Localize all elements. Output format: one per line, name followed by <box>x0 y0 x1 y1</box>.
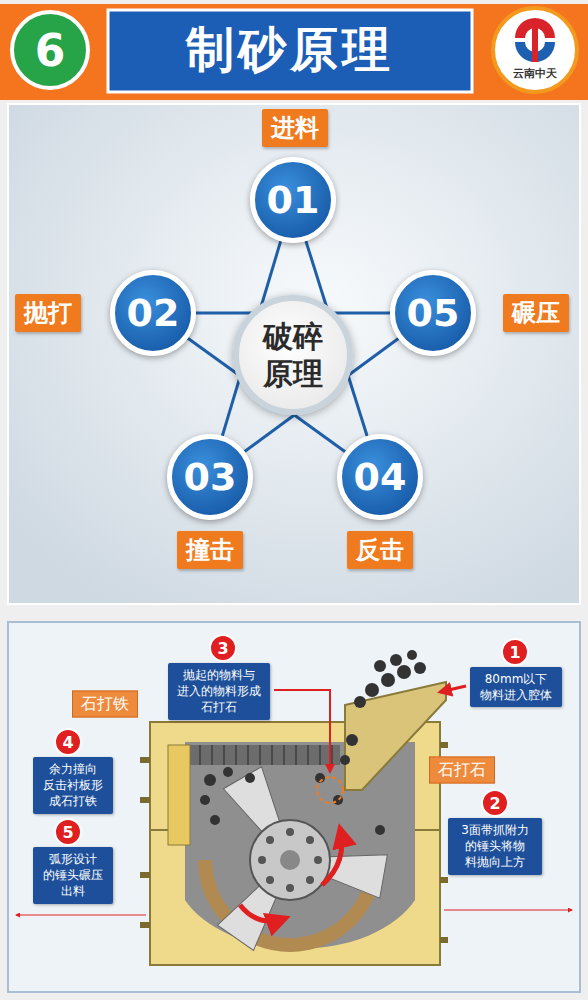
liner-ribs <box>200 745 332 765</box>
stone <box>223 767 233 777</box>
node-text: 反击 <box>356 534 404 566</box>
step-label: 反击 <box>347 531 413 569</box>
node-text: 石打石 <box>438 760 486 781</box>
center-circle: 破碎 原理 <box>233 295 353 415</box>
stone <box>200 795 210 805</box>
node-text: 撞击 <box>186 534 234 566</box>
stone <box>381 673 395 687</box>
machine-panel <box>8 622 580 992</box>
step-circle: 03 <box>167 434 253 520</box>
stone <box>407 650 417 660</box>
rotation-arrow <box>322 828 342 885</box>
callout-box: 3面带抓附力 的锤头将物 料抛向上方 <box>448 818 542 875</box>
housing-bolts <box>140 745 448 940</box>
node-text: 5 <box>62 823 73 842</box>
callout-number: 2 <box>481 789 509 817</box>
stone <box>333 795 343 805</box>
stone <box>374 660 386 672</box>
hammers <box>217 767 387 951</box>
stone <box>210 815 220 825</box>
bolt <box>266 836 274 844</box>
node-text: 4 <box>62 733 73 752</box>
node-text: 石打铁 <box>81 694 129 715</box>
node-text: 6 <box>35 25 66 76</box>
leader-arrow <box>440 686 466 692</box>
node-text: 余力撞向 反击衬板形 成石打铁 <box>39 761 107 810</box>
title-banner <box>108 10 472 92</box>
node-text: 03 <box>184 455 237 499</box>
stone <box>204 774 216 786</box>
node-text: 3面带抓附力 的锤头将物 料抛向上方 <box>454 822 536 871</box>
stone <box>354 696 366 708</box>
header-band <box>0 4 588 100</box>
step-circle: 05 <box>390 270 476 356</box>
node-text: 抛起的物料与 进入的物料形成 石打石 <box>174 667 264 716</box>
node-text: 04 <box>354 455 407 499</box>
callout-number: 3 <box>209 634 237 662</box>
bolt <box>306 876 314 884</box>
bolt <box>286 884 294 892</box>
leader-line <box>16 915 146 916</box>
impact-liner <box>168 745 190 845</box>
step-circle: 01 <box>250 157 336 243</box>
callout-box: 弧形设计 的锤头碾压 出料 <box>33 847 113 904</box>
logo-mark <box>532 22 538 62</box>
impact-spot <box>317 777 343 803</box>
step-circle: 02 <box>110 270 196 356</box>
bolt <box>258 856 266 864</box>
hub-bolts <box>258 828 322 892</box>
node-text: 破碎 原理 <box>260 318 326 393</box>
stone <box>414 662 426 674</box>
node-text: 碾压 <box>512 297 560 329</box>
leader-line <box>444 910 572 911</box>
step-label: 撞击 <box>177 531 243 569</box>
impact-label: 石打铁 <box>72 691 138 718</box>
page-title: 制砂原理 <box>110 12 470 88</box>
bolt <box>266 876 274 884</box>
step-label: 抛打 <box>15 294 81 332</box>
section-badge: 6 <box>10 10 90 90</box>
callout-box: 80mm以下 物料进入腔体 <box>470 667 562 707</box>
node-text: 抛打 <box>24 297 72 329</box>
node-text: 2 <box>489 794 500 813</box>
node-text: 02 <box>127 291 180 335</box>
node-text: 弧形设计 的锤头碾压 出料 <box>39 851 107 900</box>
shaft <box>280 850 300 870</box>
callout-box: 抛起的物料与 进入的物料形成 石打石 <box>168 663 270 720</box>
step-label: 碾压 <box>503 294 569 332</box>
stone <box>340 755 350 765</box>
bolt <box>314 856 322 864</box>
callout-number: 1 <box>501 638 529 666</box>
node-text: 进料 <box>271 112 319 144</box>
node-text: 01 <box>267 178 320 222</box>
step-circle: 04 <box>337 434 423 520</box>
stone <box>346 734 358 746</box>
leader-line <box>274 690 330 772</box>
logo-ground <box>493 8 577 92</box>
impact-label: 石打石 <box>429 757 495 784</box>
rotation-arrow <box>240 905 286 921</box>
bolt <box>306 836 314 844</box>
star-panel <box>8 104 580 604</box>
callout-number: 5 <box>54 818 82 846</box>
callout-box: 余力撞向 反击衬板形 成石打铁 <box>33 757 113 814</box>
node-text: 05 <box>407 291 460 335</box>
rotor-hub <box>250 820 330 900</box>
stone <box>245 773 255 783</box>
node-text: 3 <box>217 639 228 658</box>
node-text: 1 <box>509 643 520 662</box>
node-text: 云南中天 <box>513 66 557 81</box>
stone <box>365 683 379 697</box>
stone <box>397 665 411 679</box>
stone <box>375 825 385 835</box>
callout-number: 4 <box>54 728 82 756</box>
node-text: 80mm以下 物料进入腔体 <box>476 671 556 703</box>
stone <box>390 654 402 666</box>
logo-circle: 云南中天 <box>491 6 579 94</box>
bolt <box>286 828 294 836</box>
step-label: 进料 <box>262 109 328 147</box>
top-liner <box>190 745 340 765</box>
